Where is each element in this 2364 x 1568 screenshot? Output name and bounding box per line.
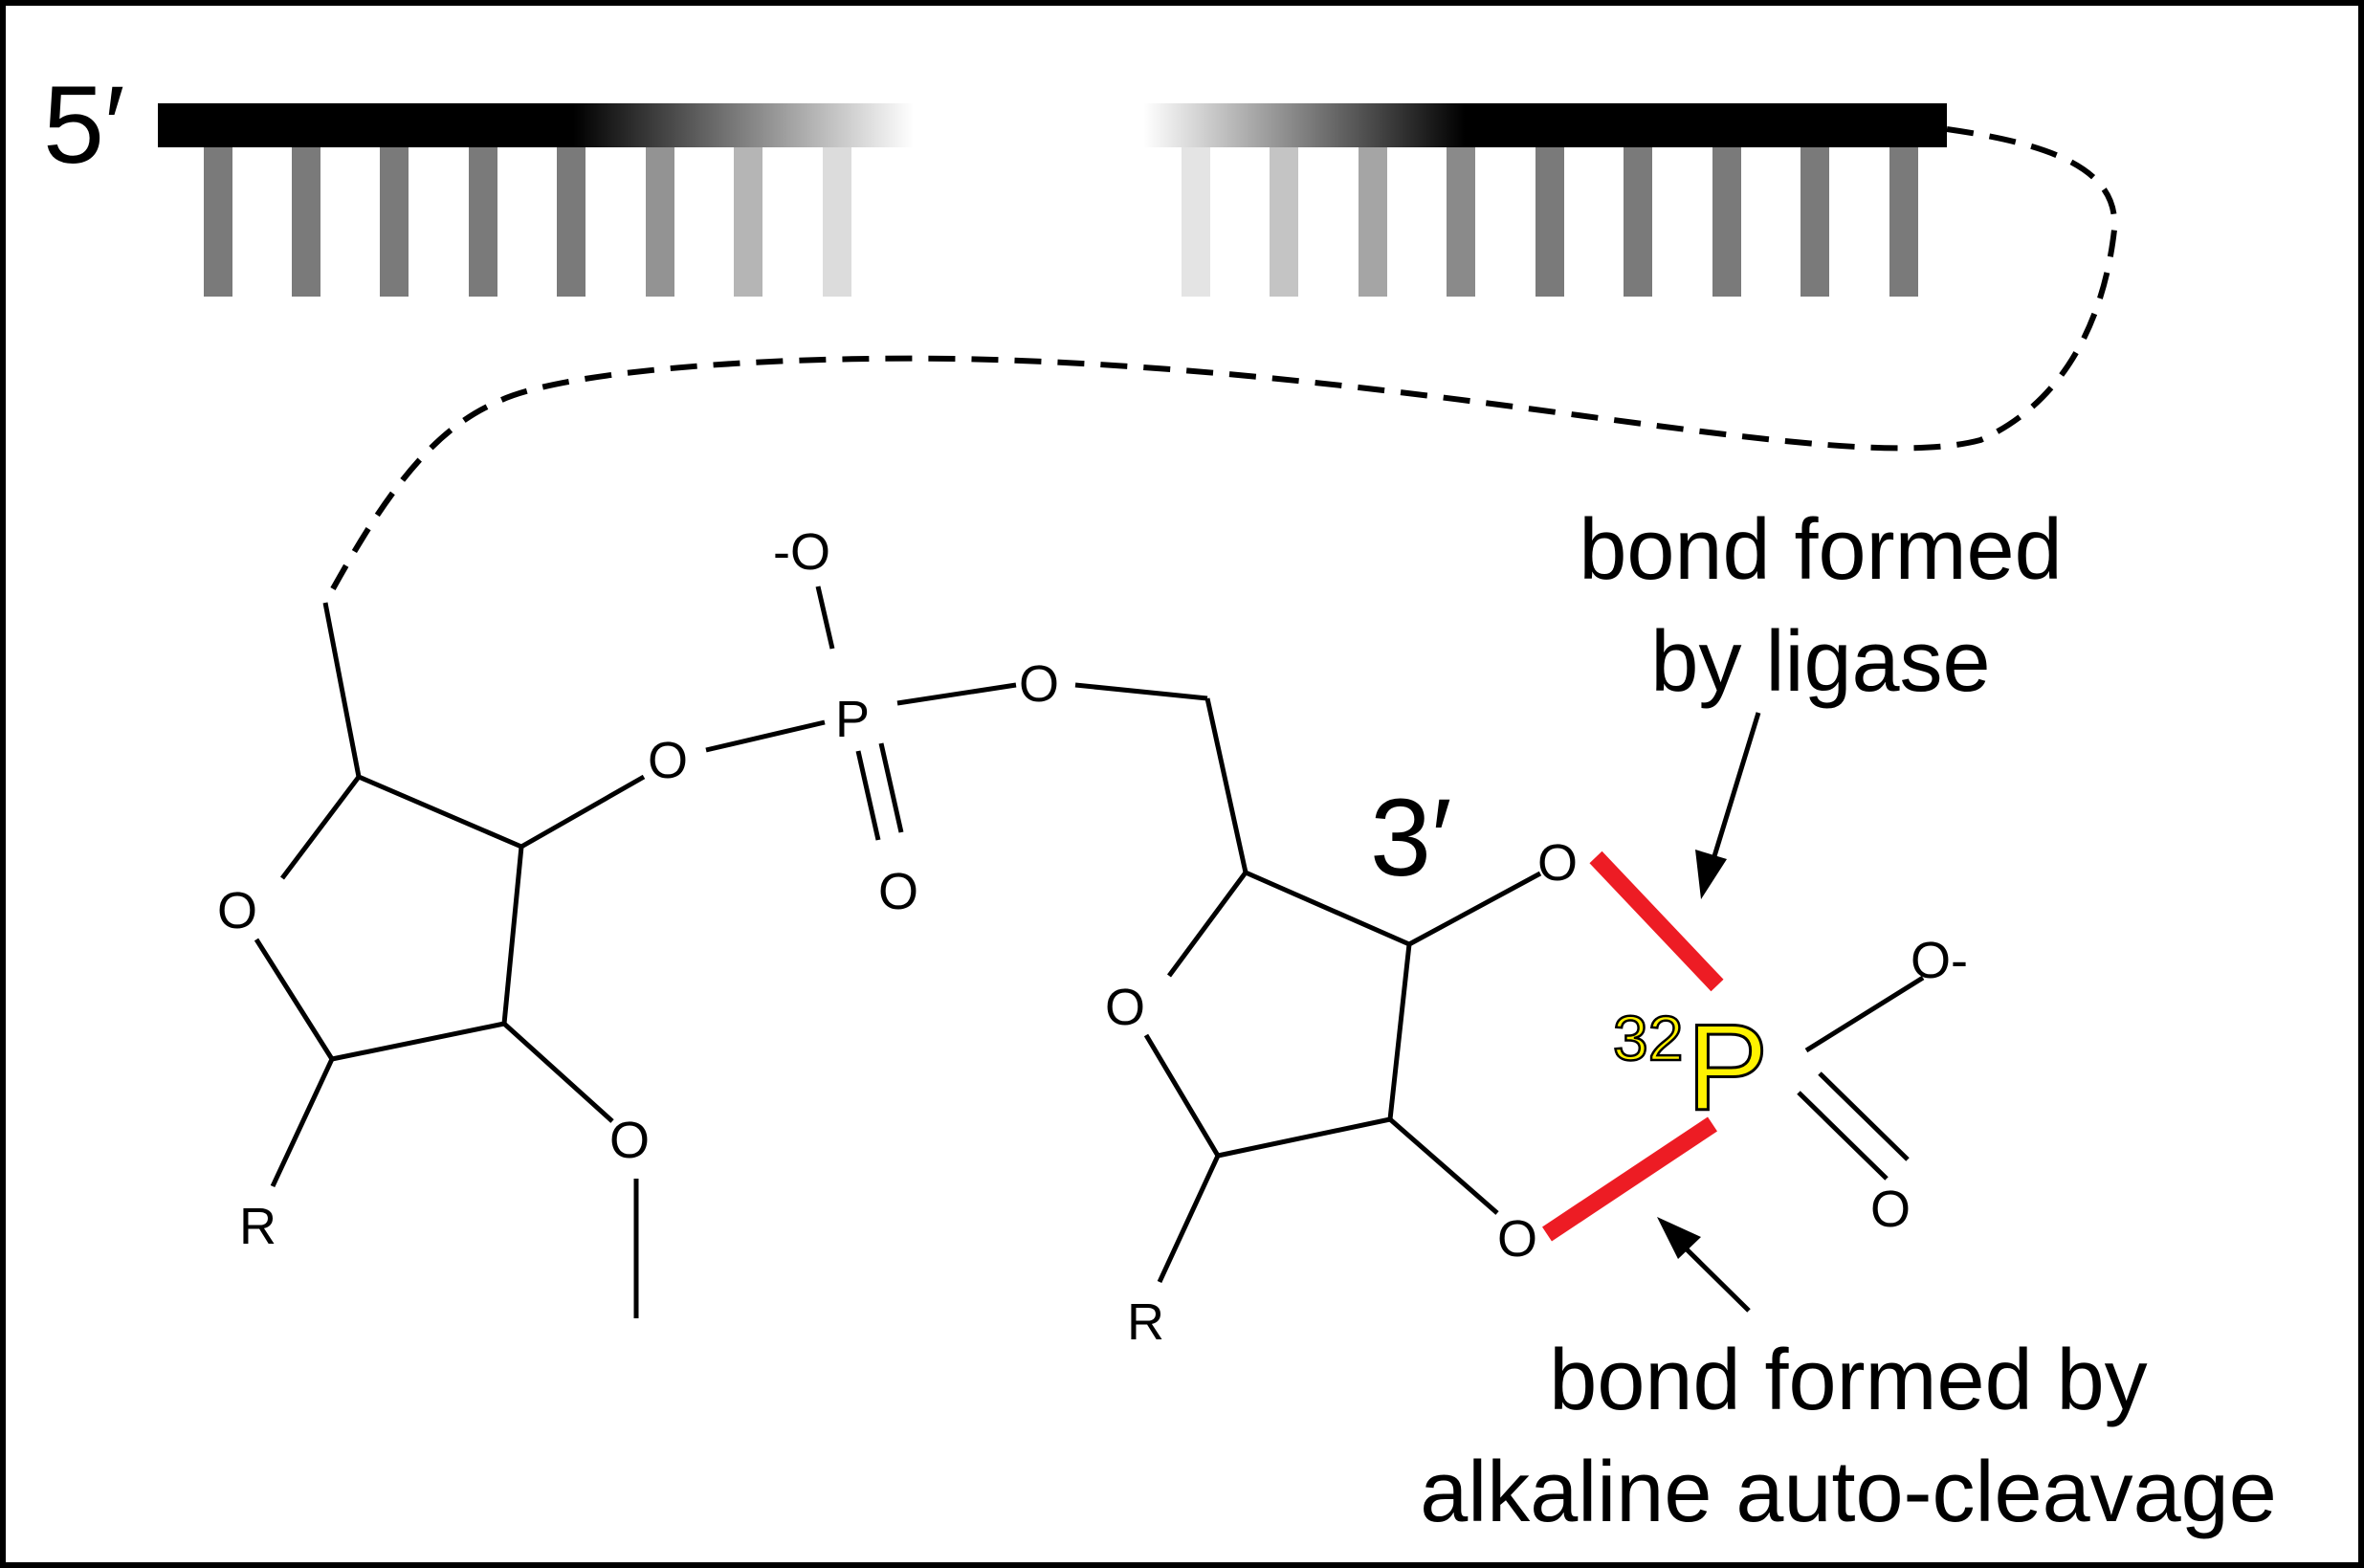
two-prime-oxygen-label: O <box>1497 1210 1537 1268</box>
ring-oxygen-label: O <box>217 882 257 939</box>
phosphate-double-oxygen-label: O <box>878 863 918 920</box>
base <box>292 147 320 297</box>
r-group-label: R <box>239 1198 276 1255</box>
alkaline-bond <box>1542 1116 1717 1242</box>
base <box>646 147 674 297</box>
left-nucleotide <box>254 585 1248 1318</box>
base <box>1889 147 1918 297</box>
ligase-bond <box>1589 850 1724 992</box>
five-prime-label: 5′ <box>43 64 125 187</box>
base <box>1359 147 1387 297</box>
cyclic-phosphate-o-minus-label: O- <box>1911 932 1968 989</box>
ligase-annotation-line1: bond formed <box>1579 502 2062 598</box>
dashed-loop <box>322 126 2118 605</box>
three-prime-oxygen-label: O <box>1537 834 1578 892</box>
base <box>734 147 762 297</box>
r-group-label: R <box>1127 1293 1164 1351</box>
base <box>380 147 409 297</box>
base <box>1624 147 1652 297</box>
base <box>1447 147 1475 297</box>
base <box>1182 147 1210 297</box>
base <box>204 147 232 297</box>
ligase-arrow <box>1695 712 1761 899</box>
right-nucleotide <box>1143 870 1925 1284</box>
nucleobases <box>204 147 1918 297</box>
base <box>1712 147 1741 297</box>
base <box>557 147 585 297</box>
p32-mass-number: 32 <box>1613 1003 1683 1073</box>
alkaline-arrow <box>1657 1217 1751 1313</box>
three-prime-label: 3′ <box>1370 777 1452 899</box>
cyclic-phosphate-double-oxygen-label: O <box>1870 1181 1911 1238</box>
base <box>469 147 497 297</box>
base <box>1535 147 1564 297</box>
alkaline-annotation-line2: alkaline auto-cleavage <box>1420 1445 2277 1540</box>
base <box>1270 147 1298 297</box>
ligase-annotation-line2: by ligase <box>1650 614 1990 710</box>
right-atom-labels: O R O O O- O 3′ <box>1105 777 1968 1351</box>
p32-phosphorus: P <box>1687 1000 1768 1137</box>
left-atom-labels: O R O O P -O O O <box>217 523 1059 1255</box>
phosphate-oxygen-minus-label: -O <box>773 523 830 581</box>
base <box>823 147 851 297</box>
strand-backbone-left <box>158 103 914 147</box>
methoxy-oxygen-label: O <box>609 1112 650 1169</box>
ester-oxygen-label: O <box>648 732 688 789</box>
ring-oxygen-label: O <box>1105 979 1145 1036</box>
alkaline-annotation-line1: bond formed by <box>1549 1333 2147 1428</box>
strand-backbone-right <box>1143 103 1947 147</box>
bridge-oxygen-label: O <box>1019 655 1059 713</box>
base <box>1801 147 1829 297</box>
phosphorus-label: P <box>835 691 870 748</box>
